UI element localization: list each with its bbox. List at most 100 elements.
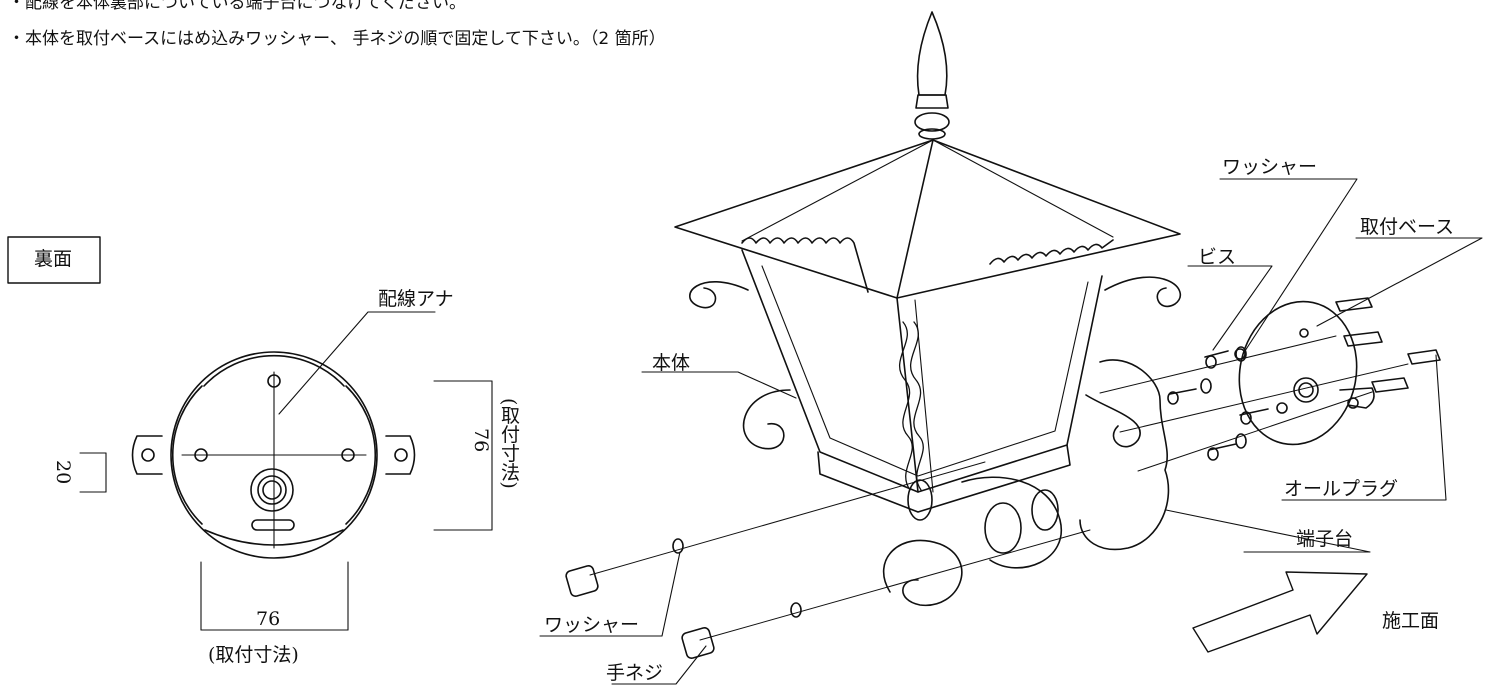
- bracket-ring-3: [907, 479, 933, 521]
- wall-plug-label: オールプラグ: [1284, 478, 1399, 500]
- screw-head-1: [1205, 355, 1217, 369]
- washer-top-label: ワッシャー: [1222, 156, 1318, 178]
- washer-1: [1235, 346, 1247, 362]
- base-inner-arc-right: [345, 385, 376, 525]
- hand-screw-label: 手ネジ: [606, 662, 664, 684]
- guide-line-1: [1099, 335, 1337, 394]
- lantern-inner: [761, 265, 1089, 477]
- scroll-lower-left: [742, 389, 791, 450]
- roof-ridge-right: [932, 139, 1114, 238]
- screw-label: ビス: [1198, 246, 1237, 268]
- left-tab: [131, 435, 163, 475]
- screw-2: [1169, 388, 1197, 395]
- lantern-body-drawing: [674, 11, 1182, 606]
- mount-base-plate: [1238, 300, 1358, 446]
- wall-plug-2: [1343, 331, 1383, 347]
- base-outer-circle: [170, 351, 378, 559]
- mount-base-center-outer: [1293, 377, 1319, 403]
- wiring-hole-inner: [262, 480, 282, 500]
- dim-height-value: 76: [470, 428, 492, 453]
- leader-body: [641, 371, 797, 399]
- screw-head-3: [1240, 411, 1252, 425]
- lantern-bottom-band: [817, 444, 1071, 513]
- roof-outline: [674, 139, 1181, 299]
- base-inner-arc-top: [203, 354, 345, 387]
- bracket-ring-1: [984, 502, 1022, 554]
- guide-line-hand-2: [699, 529, 1091, 641]
- roof-ridge-front: [896, 139, 934, 299]
- back-view-drawing: [7, 236, 493, 631]
- bracket-lower-scroll: [882, 539, 963, 606]
- hand-screw-1: [565, 565, 599, 597]
- guide-line-hand-1: [589, 461, 986, 576]
- washer-hand-2: [790, 602, 802, 618]
- screw-3: [1239, 408, 1269, 416]
- leader-wall-plug: [1281, 354, 1447, 501]
- back-view-title-box: [7, 236, 101, 284]
- wall-plug-3: [1371, 377, 1409, 393]
- washer-bottom-label: ワッシャー: [544, 614, 640, 636]
- instruction-line-1: ・配線を本体裏部についている端子台につなげてください。: [8, 0, 466, 13]
- slot: [251, 519, 295, 531]
- wall-plug-1: [1335, 297, 1373, 312]
- leader-screw: [1187, 265, 1273, 351]
- top-screw-hole: [267, 374, 281, 388]
- mount-hole-2: [1276, 402, 1288, 414]
- terminal-block-label: 端子台: [1296, 528, 1354, 550]
- washer-4: [1235, 433, 1247, 449]
- mount-base-drawing: [1099, 297, 1441, 472]
- mount-hole-4: [1299, 328, 1309, 338]
- dim-width-note: (取付寸法): [208, 644, 299, 666]
- finial-collar: [915, 94, 949, 109]
- dim-tab-value: 20: [52, 460, 74, 485]
- right-tab-hole: [394, 448, 408, 462]
- wiring-hole-mid: [257, 475, 287, 505]
- scroll-upper-right: [1104, 276, 1182, 308]
- roof-skirt-left: [741, 237, 869, 293]
- wall-plug-4: [1407, 349, 1441, 365]
- finial-spike: [916, 11, 948, 96]
- hole-label-leader: [278, 311, 436, 415]
- roof-ridge-left: [741, 139, 934, 242]
- left-screw-hole: [194, 448, 208, 462]
- dim-height-note: (取付寸法): [498, 398, 520, 489]
- dim-width-value: 76: [256, 608, 281, 630]
- washer-2: [1200, 378, 1212, 394]
- left-tab-hole: [141, 448, 155, 462]
- leader-hand-screw: [611, 645, 707, 685]
- screw-head-4: [1207, 447, 1219, 461]
- right-tab: [385, 435, 416, 475]
- back-plate: [1079, 359, 1170, 551]
- bracket-ring-2: [1031, 489, 1059, 531]
- twisted-column-2: [910, 321, 924, 491]
- right-screw-hole: [341, 448, 355, 462]
- body-label: 本体: [652, 352, 691, 374]
- leader-washer-top: [1219, 178, 1358, 355]
- wiring-hole-outer: [250, 468, 294, 512]
- leader-mount-base: [1316, 237, 1483, 327]
- finial-knob: [914, 112, 950, 132]
- screw-head-2: [1167, 391, 1179, 405]
- leader-terminal-block: [1165, 509, 1371, 553]
- scroll-lower-right: [1085, 394, 1141, 448]
- washer-hand-1: [672, 538, 684, 554]
- guide-line-3: [1137, 391, 1373, 472]
- mount-base-tab: [1339, 387, 1375, 409]
- roof-skirt-right: [989, 239, 1114, 265]
- hand-screw-2: [681, 627, 715, 659]
- twisted-column: [899, 321, 913, 491]
- hand-screw-drawing: [565, 461, 1091, 659]
- construction-surface-label: 施工面: [1382, 610, 1440, 632]
- lantern-front-edge: [896, 297, 919, 493]
- guide-line-2: [1119, 363, 1409, 433]
- instruction-line-2: ・本体を取付ベースにはめ込みワッシャー、 手ネジの順で固定して下さい。（2 箇所…: [8, 29, 666, 49]
- mount-base-center-inner: [1298, 382, 1314, 398]
- mount-base-label: 取付ベース: [1360, 216, 1455, 238]
- finial-base: [918, 128, 946, 140]
- bracket-mid-scroll: [961, 476, 1063, 569]
- wiring-hole-label: 配線アナ: [378, 288, 454, 310]
- back-view-title: 裏面: [34, 248, 73, 270]
- base-inner-arc-left: [172, 385, 203, 525]
